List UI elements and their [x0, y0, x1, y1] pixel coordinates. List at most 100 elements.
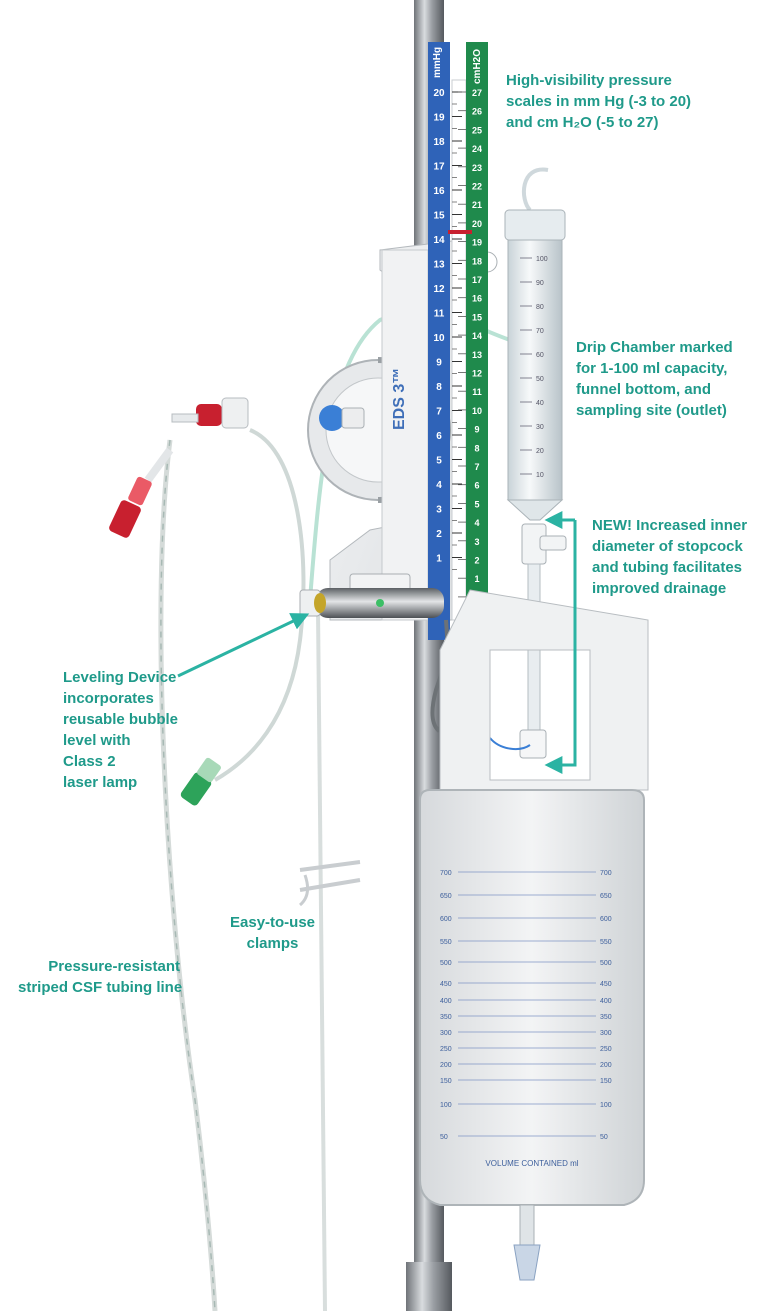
callout-line: Leveling Device: [63, 669, 177, 686]
callout-line: reusable bubble: [63, 711, 179, 728]
bag-left-mark: 600: [440, 916, 452, 923]
mmhg-tick-label: 1: [436, 554, 442, 565]
drip-chamber-tick-label: 50: [536, 376, 544, 383]
drip-chamber-tick-label: 20: [536, 448, 544, 455]
callout-line: funnel bottom, and: [576, 381, 711, 398]
device-mount-strip: [381, 249, 429, 621]
cmh2o-tick-label: 2: [474, 556, 479, 566]
bag-left-mark: 200: [440, 1062, 452, 1069]
callout-line: and tubing facilitates: [592, 559, 743, 576]
pressure-scales-callout: High-visibility pressure scales in mm Hg…: [506, 70, 691, 133]
bag-left-mark: 650: [440, 893, 452, 900]
green-luer-connector: [180, 757, 221, 806]
bag-right-mark: 450: [600, 981, 612, 988]
cmh2o-tick-label: 5: [474, 499, 479, 509]
cmh2o-tick-label: 22: [472, 182, 482, 192]
tubing-clamp: [298, 860, 361, 907]
bag-footer-label: VOLUME CONTAINED ml: [485, 1159, 578, 1168]
cmh2o-tick-label: 18: [472, 256, 482, 266]
zero-reference-marker: [448, 230, 472, 234]
bag-right-mark: 150: [600, 1078, 612, 1085]
cmh2o-tick-label: 24: [472, 144, 482, 154]
bag-left-mark: 450: [440, 981, 452, 988]
mmhg-tick-label: 9: [436, 358, 442, 369]
mmhg-tick-label: 6: [436, 431, 442, 442]
bag-right-mark: 400: [600, 998, 612, 1005]
callout-line: Class 2: [63, 753, 116, 770]
callout-line: scales in mm Hg (-3 to 20): [506, 93, 692, 110]
mmhg-tick-label: 19: [433, 113, 445, 124]
callout-line: incorporates: [63, 690, 154, 707]
bag-right-mark: 550: [600, 939, 612, 946]
secondary-tubing: [214, 428, 306, 782]
bag-right-mark: 100: [600, 1102, 612, 1109]
bag-right-mark: 250: [600, 1046, 612, 1053]
cmh2o-tick-label: 9: [474, 425, 479, 435]
cmh2o-tick-label: 27: [472, 88, 482, 98]
bag-left-mark: 150: [440, 1078, 452, 1085]
cmh2o-tick-label: 12: [472, 369, 482, 379]
csf-tubing-line-stripe: [160, 439, 216, 1312]
callout-line: improved drainage: [592, 580, 727, 597]
bag-right-mark: 50: [600, 1134, 608, 1141]
mmhg-tick-label: 16: [433, 186, 445, 197]
bag-hanger-frame: [439, 589, 649, 791]
bag-right-mark: 200: [600, 1062, 612, 1069]
callout-line: sampling site (outlet): [576, 402, 727, 419]
cmh2o-tick-label: 21: [472, 200, 482, 210]
cmh2o-tick-label: 15: [472, 312, 482, 322]
blue-knob-collar: [341, 407, 365, 429]
mmhg-tick-label: 15: [433, 211, 445, 222]
cmh2o-tick-label: 10: [472, 406, 482, 416]
mmhg-tick-label: 2: [436, 529, 442, 540]
mmhg-tick-label: 4: [436, 480, 442, 491]
cmh2o-tick-label: 25: [472, 125, 482, 135]
bag-left-mark: 50: [440, 1134, 448, 1141]
callout-line: Drip Chamber marked: [576, 339, 733, 356]
callout-line: striped CSF tubing line: [18, 979, 183, 996]
bag-left-mark: 700: [440, 870, 452, 877]
bag-right-mark: 600: [600, 916, 612, 923]
callout-line: and cm H₂O (-5 to 27): [506, 114, 659, 131]
leveling-device: [299, 573, 444, 618]
cmh2o-tick-label: 16: [472, 294, 482, 304]
cmh2o-tick-label: 11: [472, 387, 482, 397]
bag-right-mark: 650: [600, 893, 612, 900]
callout-line: Easy-to-use: [230, 914, 316, 931]
mmhg-tick-label: 14: [433, 235, 445, 246]
leveling-device-callout: Leveling Device incorporates reusable bu…: [63, 667, 178, 793]
stopcock-callout-bracket: [544, 520, 577, 774]
callout-line: clamps: [246, 935, 299, 952]
cmh2o-tick-label: 1: [474, 574, 479, 584]
cmh2o-header: cmH2O: [472, 49, 483, 84]
drip-chamber-callout: Drip Chamber marked for 1-100 ml capacit…: [576, 337, 733, 421]
drip-chamber-tick-label: 80: [536, 304, 544, 311]
red-stopcock-connector: [171, 397, 249, 429]
callout-line: laser lamp: [63, 774, 138, 791]
cmh2o-tick-label: 7: [474, 462, 479, 472]
mmhg-tick-label: 10: [433, 333, 445, 344]
bag-left-mark: 100: [440, 1102, 452, 1109]
drip-chamber-tick-label: 10: [536, 472, 544, 479]
device-label: EDS 3™: [391, 368, 408, 430]
callout-line: diameter of stopcock: [592, 538, 743, 555]
mmhg-tick-label: 8: [436, 382, 442, 393]
mmhg-tick-label: 3: [436, 505, 442, 516]
bag-left-mark: 250: [440, 1046, 452, 1053]
drip-chamber-tick-label: 70: [536, 328, 544, 335]
cmh2o-tick-label: 6: [474, 481, 479, 491]
mmhg-tick-label: 20: [433, 88, 445, 99]
csf-tubing-line: [158, 439, 218, 1312]
mmhg-tick-label: 18: [433, 137, 445, 148]
callout-line: for 1-100 ml capacity,: [576, 360, 728, 377]
cmh2o-tick-label: 4: [474, 518, 479, 528]
bag-right-mark: 500: [600, 960, 612, 967]
cmh2o-tick-label: 3: [474, 537, 479, 547]
mmhg-tick-label: 11: [434, 309, 445, 320]
leveling-callout-arrow: [177, 613, 310, 678]
tubing-callout: Pressure-resistant striped CSF tubing li…: [18, 956, 183, 998]
